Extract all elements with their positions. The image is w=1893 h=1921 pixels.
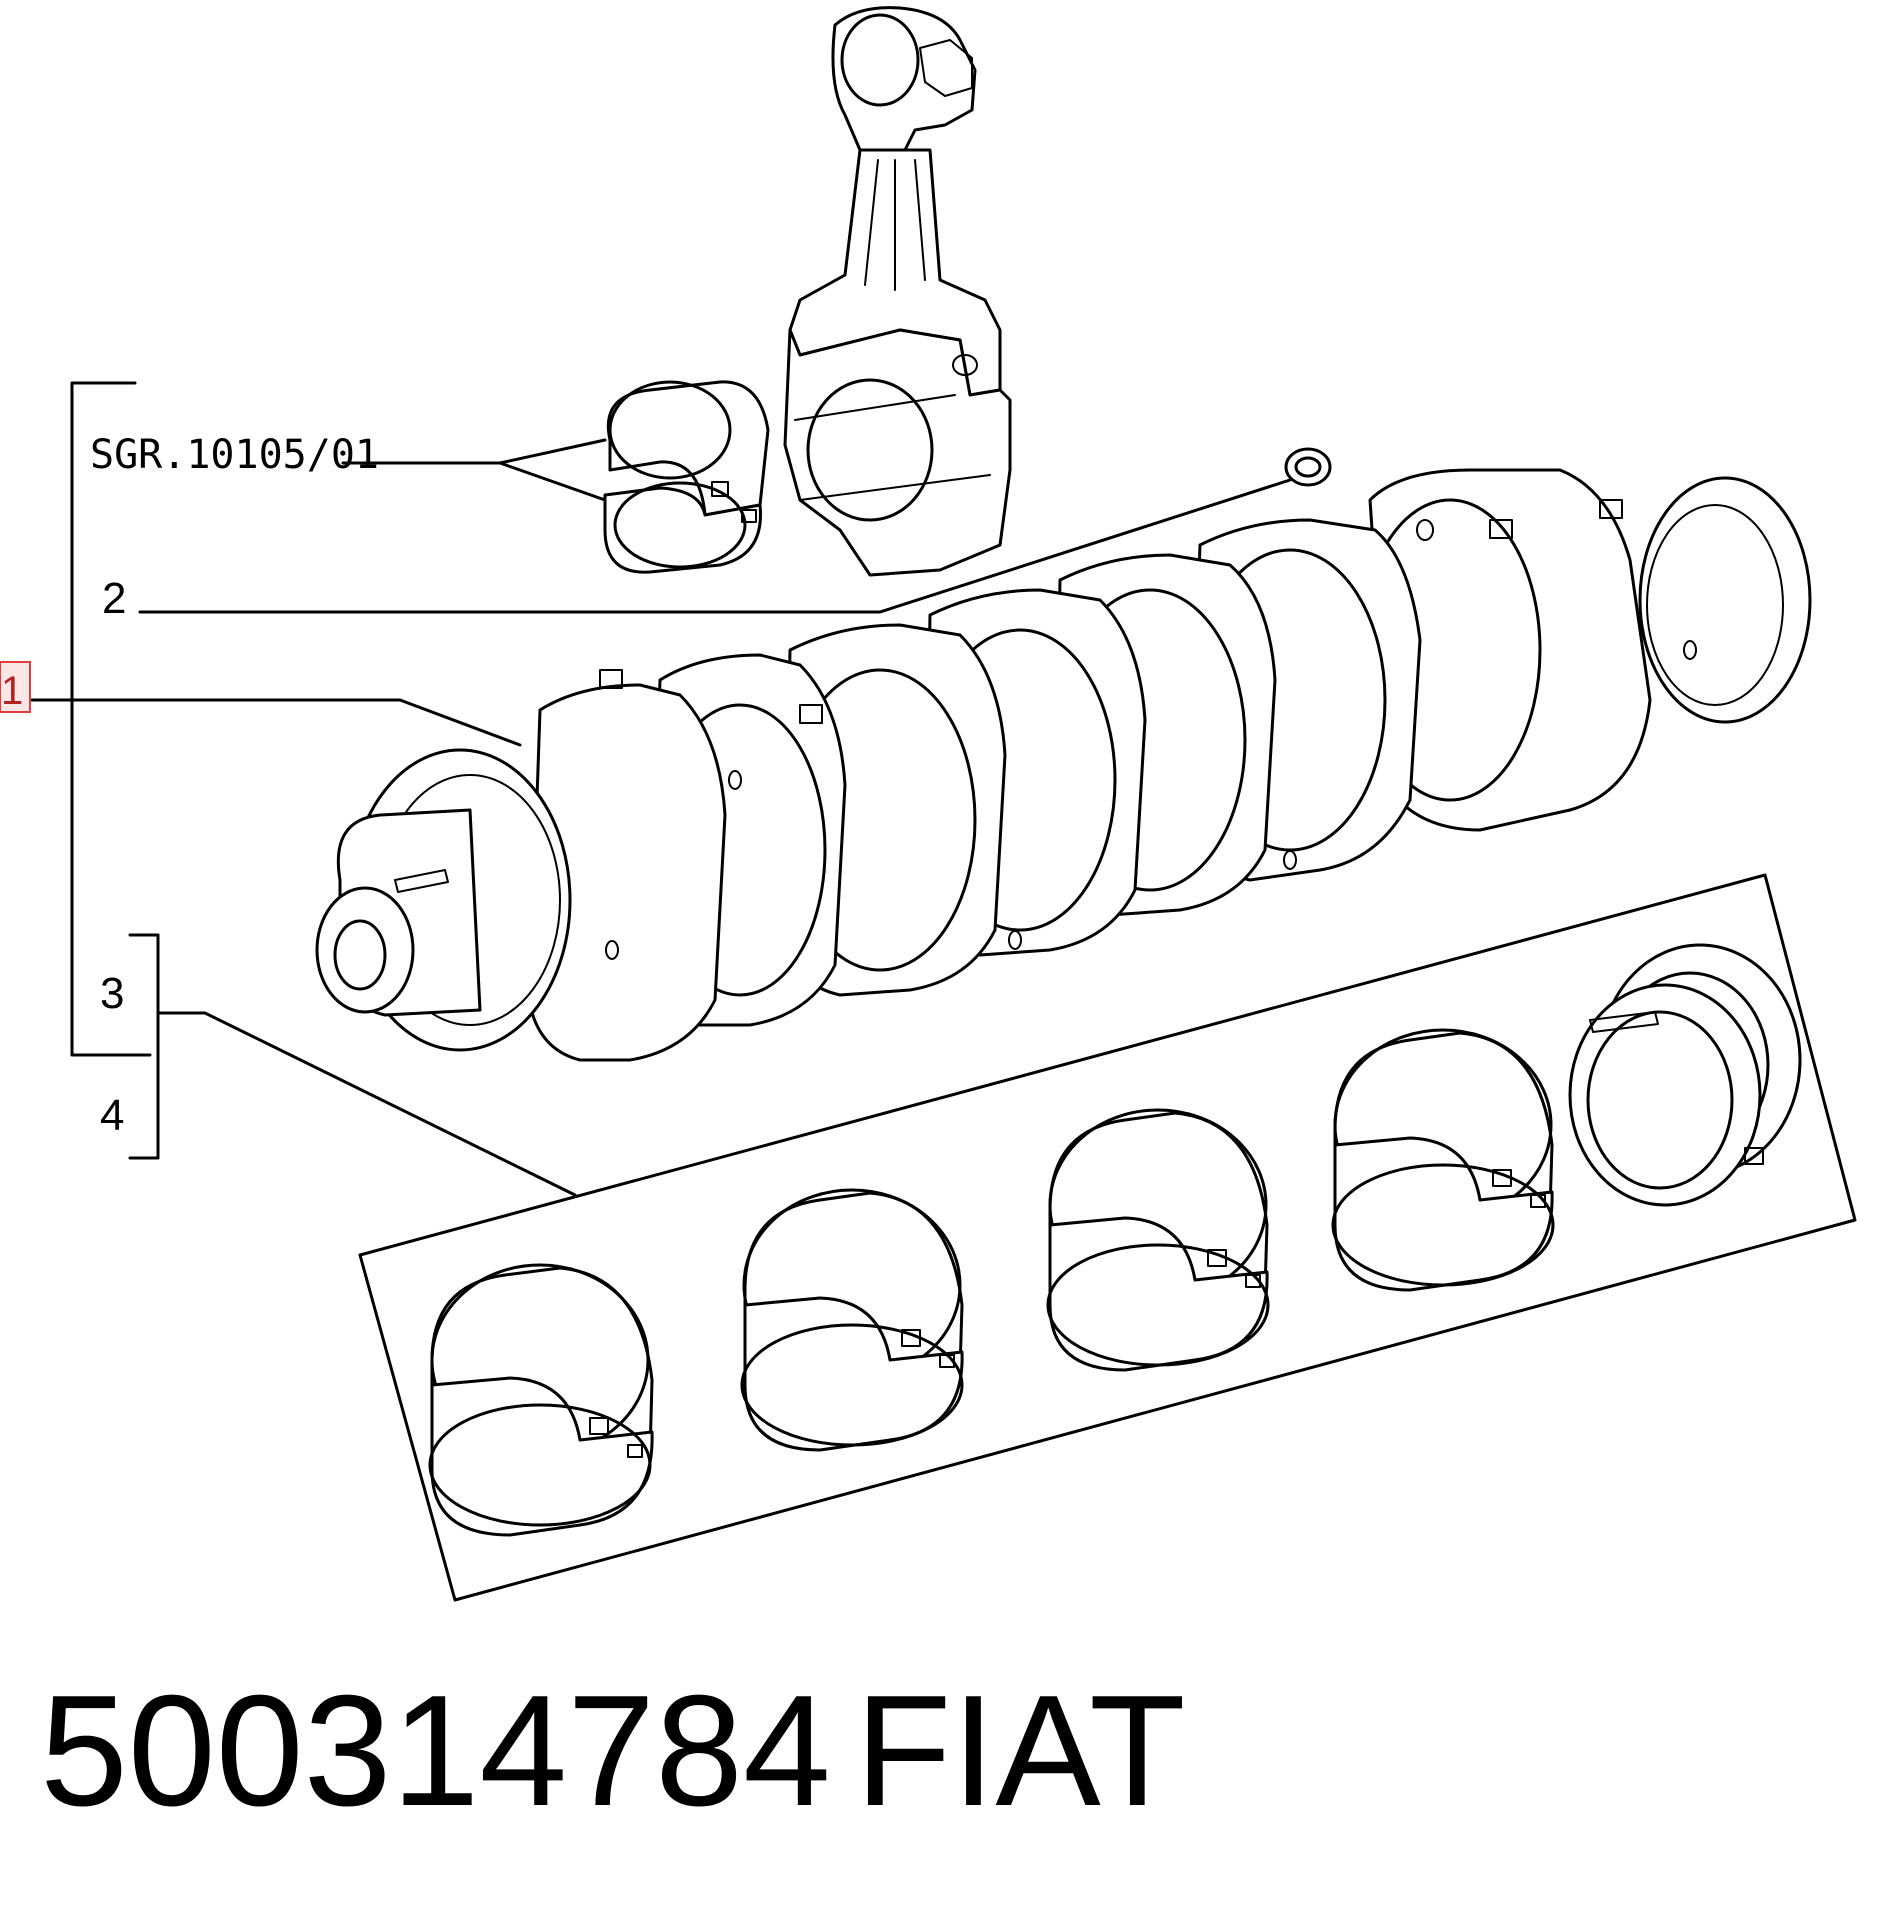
main-bearing-shell-1 (428, 1263, 654, 1537)
part-number: 500314784 (40, 1663, 831, 1839)
main-bearing-shell-4 (1331, 1028, 1555, 1292)
callout-3[interactable]: 3 (100, 969, 124, 1018)
brand-name: FIAT (855, 1663, 1186, 1839)
leader-lines (30, 381, 1292, 1197)
callout-2[interactable]: 2 (102, 574, 126, 623)
conrod-bearing-shells[interactable] (603, 380, 770, 574)
main-bearing-shell-3 (1046, 1108, 1270, 1372)
main-bearing-shell-5-thrust (1568, 943, 1802, 1207)
crankshaft[interactable] (315, 468, 1812, 1062)
connecting-rod[interactable] (783, 6, 1012, 577)
main-bearing-shell-2 (740, 1188, 964, 1452)
callout-4[interactable]: 4 (100, 1091, 124, 1140)
callout-1-highlight (0, 661, 31, 713)
group-reference-label: SGR.10105/01 (90, 432, 379, 478)
plug-part-2[interactable] (1284, 447, 1332, 487)
callout-1[interactable]: 1 (1, 669, 23, 713)
main-bearing-shells-panel[interactable] (358, 873, 1857, 1602)
